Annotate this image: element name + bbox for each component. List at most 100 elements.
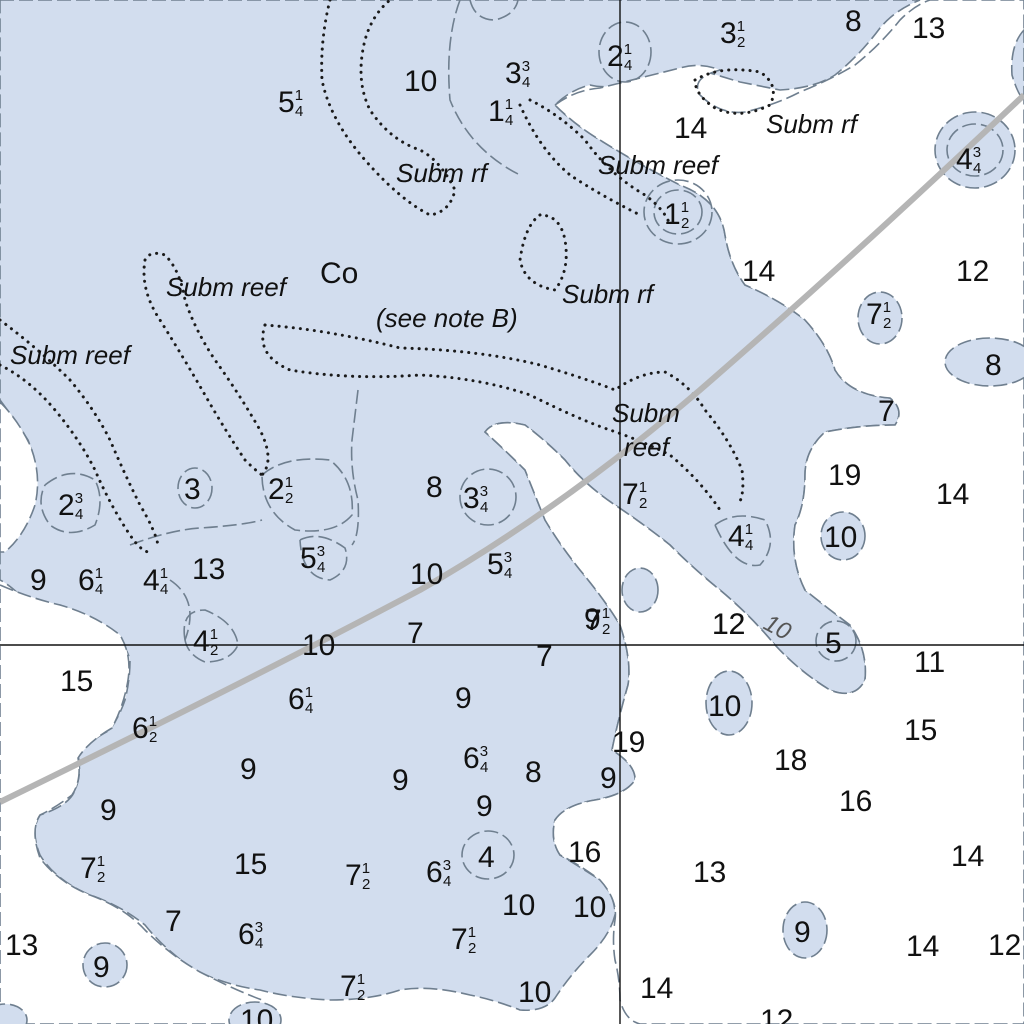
sounding: 9 [30, 564, 47, 597]
sounding-fraction-num: 3 [443, 857, 451, 874]
label-co: Co [320, 257, 358, 290]
sounding: 9 [93, 951, 110, 984]
sounding: 12 [712, 608, 745, 641]
sounding-fraction-num: 1 [285, 474, 293, 491]
sounding: 8 [525, 756, 542, 789]
sounding-fraction-den: 2 [149, 729, 157, 746]
sounding-fraction-den: 4 [317, 559, 325, 576]
sounding: 14 [674, 112, 707, 145]
sounding-whole: 9 [30, 564, 47, 597]
sounding-fraction-num: 1 [362, 860, 370, 877]
sounding-whole: 6 [132, 712, 149, 745]
sounding-fraction-den: 4 [522, 74, 530, 91]
sounding-whole: 7 [878, 395, 895, 428]
sounding: 10 [240, 1004, 273, 1024]
sounding: 9 [455, 682, 472, 715]
sounding-whole: 2 [268, 473, 285, 506]
sounding-whole: 4 [193, 625, 210, 658]
sounding-fraction-num: 1 [149, 713, 157, 730]
sounding-fraction-den: 4 [505, 112, 513, 129]
contour-ring-2q [598, 21, 652, 83]
sounding: 16 [839, 785, 872, 818]
sounding-whole: 9 [584, 603, 601, 636]
sounding-whole: 14 [951, 840, 984, 873]
deep-bay-left [0, 584, 263, 1024]
contour-ring-4-3q [946, 123, 1004, 177]
shoal-patch-7half [857, 291, 903, 345]
sounding-fraction-den: 4 [75, 506, 83, 523]
sounding: 12 [712, 608, 745, 641]
label-subm-reef-1: Subm reef [598, 150, 721, 180]
sounding-whole: 5 [825, 627, 842, 660]
sounding-whole: 10 [404, 65, 437, 98]
label-subm-rf-3: Subm rf [562, 279, 656, 309]
deep-pocket-left [0, 400, 39, 553]
sounding-whole: 9 [240, 753, 257, 786]
sounding-whole: 19 [612, 726, 645, 759]
sounding-whole: 7 [407, 617, 424, 650]
contour-ring-5 [815, 620, 857, 662]
sounding-whole: 5 [278, 86, 295, 119]
sounding: 8 [426, 471, 443, 504]
shoal-patch-9 [782, 901, 828, 959]
shoal-patch-10c [228, 1001, 282, 1024]
sounding: 7 [165, 905, 182, 938]
sounding-whole: 7 [622, 478, 639, 511]
sounding: 9 [584, 603, 601, 636]
sounding-fraction-num: 1 [468, 924, 476, 941]
sounding-fraction-den: 4 [624, 57, 632, 74]
sounding-whole: 7 [536, 640, 553, 673]
shoal-patch-corner [0, 1003, 28, 1024]
label-subm-word: Subm [612, 398, 680, 428]
sounding-fraction-num: 1 [210, 626, 218, 643]
sounding-whole: 7 [345, 859, 362, 892]
sounding-whole: 6 [238, 918, 255, 951]
sounding-fraction-den: 4 [95, 581, 103, 598]
sounding-whole: 8 [525, 756, 542, 789]
sounding-fraction-den: 4 [255, 935, 263, 952]
sounding: 7 [878, 395, 895, 428]
sounding-fraction-den: 2 [285, 490, 293, 507]
sounding: 4 [478, 841, 495, 874]
shoal-patch-10b [705, 670, 753, 736]
sounding-fraction-num: 1 [883, 299, 891, 316]
sounding: 11 [914, 646, 945, 679]
sounding-whole: 12 [712, 608, 745, 641]
shoal-patch-7 [621, 567, 659, 613]
sounding-whole: 4 [956, 143, 973, 176]
sounding-whole: 9 [100, 794, 117, 827]
sounding-whole: 9 [392, 764, 409, 797]
sounding-fraction-den: 2 [468, 940, 476, 957]
sounding-whole: 11 [914, 646, 945, 679]
sounding-whole: 9 [600, 762, 617, 795]
sounding: 15 [60, 665, 93, 698]
sounding-whole: 6 [463, 742, 480, 775]
sounding-whole: 7 [165, 905, 182, 938]
deep-lagoon-top [483, 0, 1024, 1024]
sounding-fraction-num: 1 [602, 605, 610, 622]
sounding-whole: 10 [573, 891, 606, 924]
sounding: 13 [192, 553, 225, 586]
sounding: 8 [985, 349, 1002, 382]
reef-line-loop [518, 213, 568, 292]
sounding: 10 [824, 521, 857, 554]
reef-line-left-loop [142, 251, 270, 477]
sounding-whole: 3 [184, 473, 201, 506]
sounding: 14 [742, 255, 775, 288]
label-subm-reef-left: Subm reef [10, 340, 133, 370]
sounding: 15 [234, 848, 267, 881]
contour-5-3q [299, 535, 348, 581]
sounding-fraction-num: 1 [624, 41, 632, 58]
